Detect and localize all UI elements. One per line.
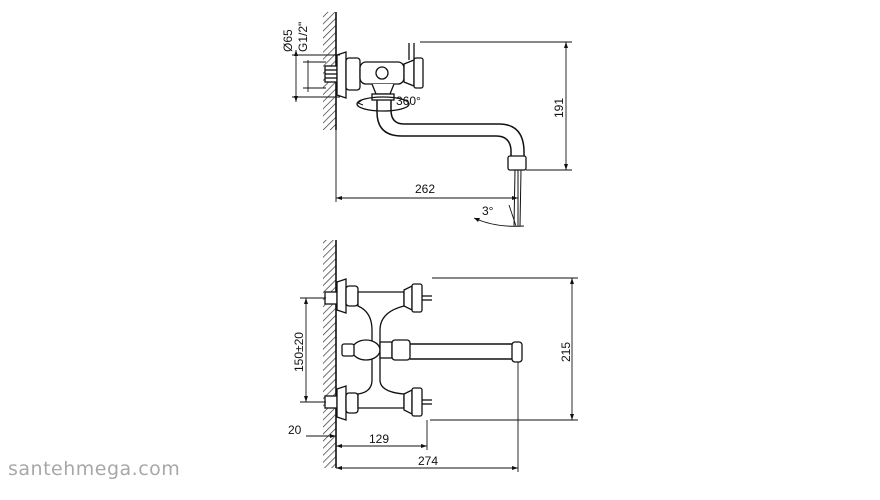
- watermark: santehmega.com: [8, 458, 181, 480]
- handle-reach-label: 129: [369, 432, 389, 446]
- rotation-label: 360°: [396, 94, 421, 108]
- wall-offset-label: 20: [288, 423, 302, 437]
- spacing-label: 150±20: [292, 332, 306, 372]
- length-top-label: 262: [415, 182, 435, 196]
- height-top-label: 191: [552, 98, 566, 118]
- thread-label: G1/2": [296, 22, 310, 52]
- side-view: [292, 12, 572, 227]
- height-front-label: 215: [559, 342, 573, 362]
- angle-label: 3°: [482, 204, 494, 218]
- length-front-label: 274: [418, 454, 438, 468]
- diameter-label: Ø65: [281, 29, 295, 52]
- front-view: [300, 240, 578, 472]
- wall-hatch-bottom: [323, 240, 336, 468]
